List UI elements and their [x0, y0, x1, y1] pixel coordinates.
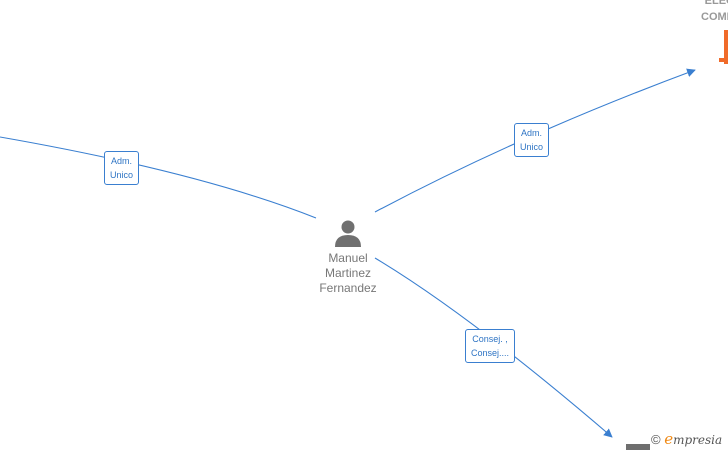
person-icon	[335, 220, 361, 247]
building-icon-bottom[interactable]	[626, 444, 650, 450]
person-name-line: Fernandez	[319, 281, 377, 295]
copyright-symbol: ©	[651, 432, 661, 447]
edge-label-line: Adm.	[521, 128, 543, 138]
empresia-logo-text: mpresia	[673, 433, 723, 447]
person-name-line: Manuel	[328, 251, 368, 265]
edge-label-adm-unico-right[interactable]: Adm. Unico	[514, 123, 550, 157]
edge-label-line: Consej. ,	[472, 334, 508, 344]
person-node[interactable]: Manuel Martinez Fernandez	[300, 218, 396, 296]
edge-label-consejero[interactable]: Consej. , Consej....	[465, 329, 516, 363]
person-name[interactable]: Manuel Martinez Fernandez	[300, 251, 396, 296]
person-name-line: Martinez	[324, 266, 371, 280]
edge-label-line: Adm.	[111, 156, 133, 166]
empresia-watermark: © empresia	[651, 430, 722, 448]
building-icon[interactable]	[719, 30, 728, 64]
edge-label-line: Unico	[520, 142, 544, 152]
edge-label-adm-unico-left[interactable]: Adm. Unico	[104, 151, 140, 185]
company-name-line: COMP	[701, 11, 728, 23]
edge-label-line: Unico	[110, 170, 134, 180]
edge-label-line: Consej....	[471, 348, 510, 358]
edge-person-to-left-company	[0, 136, 317, 219]
empresia-logo-initial: e	[664, 430, 674, 448]
